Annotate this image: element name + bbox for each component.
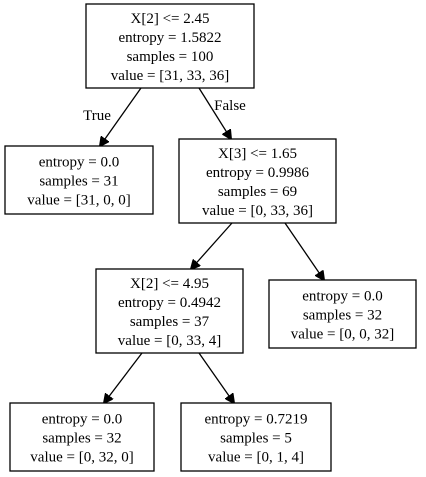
node-box	[85, 3, 255, 89]
node-text-line: samples = 100	[127, 49, 214, 65]
node-text-line: value = [31, 33, 36]	[111, 68, 229, 84]
node-box	[178, 138, 337, 224]
edge-n3-to-n5	[104, 352, 143, 403]
node-text-line: entropy = 1.5822	[118, 30, 221, 46]
node-text-line: X[2] <= 4.95	[130, 276, 209, 292]
edge-n0-to-n1	[100, 87, 142, 146]
tree-node-n0: X[2] <= 2.45 entropy = 1.5822 samples = 10…	[85, 3, 255, 89]
node-text-line: samples = 5	[220, 431, 292, 447]
node-text-line: value = [0, 0, 32]	[291, 327, 394, 343]
edge-n0-to-n2	[198, 87, 231, 139]
node-box	[4, 145, 154, 215]
tree-nodes: X[2] <= 2.45 entropy = 1.5822 samples = 10…	[4, 3, 417, 472]
tree-node-n5: entropy = 0.0 samples = 32 value = [0, 32,…	[9, 402, 155, 472]
node-text-line: value = [0, 33, 4]	[118, 333, 221, 349]
tree-node-n2: X[3] <= 1.65 entropy = 0.9986 samples = 69…	[178, 138, 337, 224]
node-text-line: samples = 69	[218, 184, 297, 200]
node-text-line: value = [0, 33, 36]	[202, 203, 313, 219]
node-box	[9, 402, 155, 472]
node-box	[95, 268, 244, 354]
edge-n2-to-n3	[191, 222, 233, 269]
node-text-line: samples = 31	[39, 174, 118, 190]
tree-node-n1: entropy = 0.0 samples = 31 value = [31, 0,…	[4, 145, 154, 215]
node-text-line: entropy = 0.7219	[204, 412, 307, 428]
node-text-line: value = [31, 0, 0]	[27, 193, 130, 209]
node-text-line: samples = 32	[42, 431, 121, 447]
edge-n3-to-n6	[198, 352, 234, 403]
tree-edges: True False	[83, 87, 324, 403]
node-text-line: entropy = 0.0	[39, 155, 120, 171]
node-box	[268, 279, 417, 349]
node-text-line: entropy = 0.4942	[118, 295, 221, 311]
node-text-line: samples = 37	[130, 314, 210, 330]
node-text-line: value = [0, 1, 4]	[208, 450, 304, 466]
tree-node-n3: X[2] <= 4.95 entropy = 0.4942 samples = 37…	[95, 268, 244, 354]
node-text-line: samples = 32	[303, 308, 382, 324]
node-text-line: entropy = 0.9986	[206, 165, 310, 181]
node-text-line: entropy = 0.0	[302, 289, 383, 305]
node-text-line: value = [0, 32, 0]	[30, 450, 133, 466]
node-box	[180, 402, 332, 472]
edge-n2-to-n4	[284, 222, 324, 280]
tree-node-n6: entropy = 0.7219 samples = 5 value = [0, 1…	[180, 402, 332, 472]
edge-label-true: True	[83, 108, 111, 124]
edge-label-false: False	[214, 98, 246, 114]
node-text-line: X[3] <= 1.65	[218, 146, 297, 162]
node-text-line: entropy = 0.0	[42, 412, 123, 428]
tree-node-n4: entropy = 0.0 samples = 32 value = [0, 0, …	[268, 279, 417, 349]
node-text-line: X[2] <= 2.45	[131, 11, 210, 27]
